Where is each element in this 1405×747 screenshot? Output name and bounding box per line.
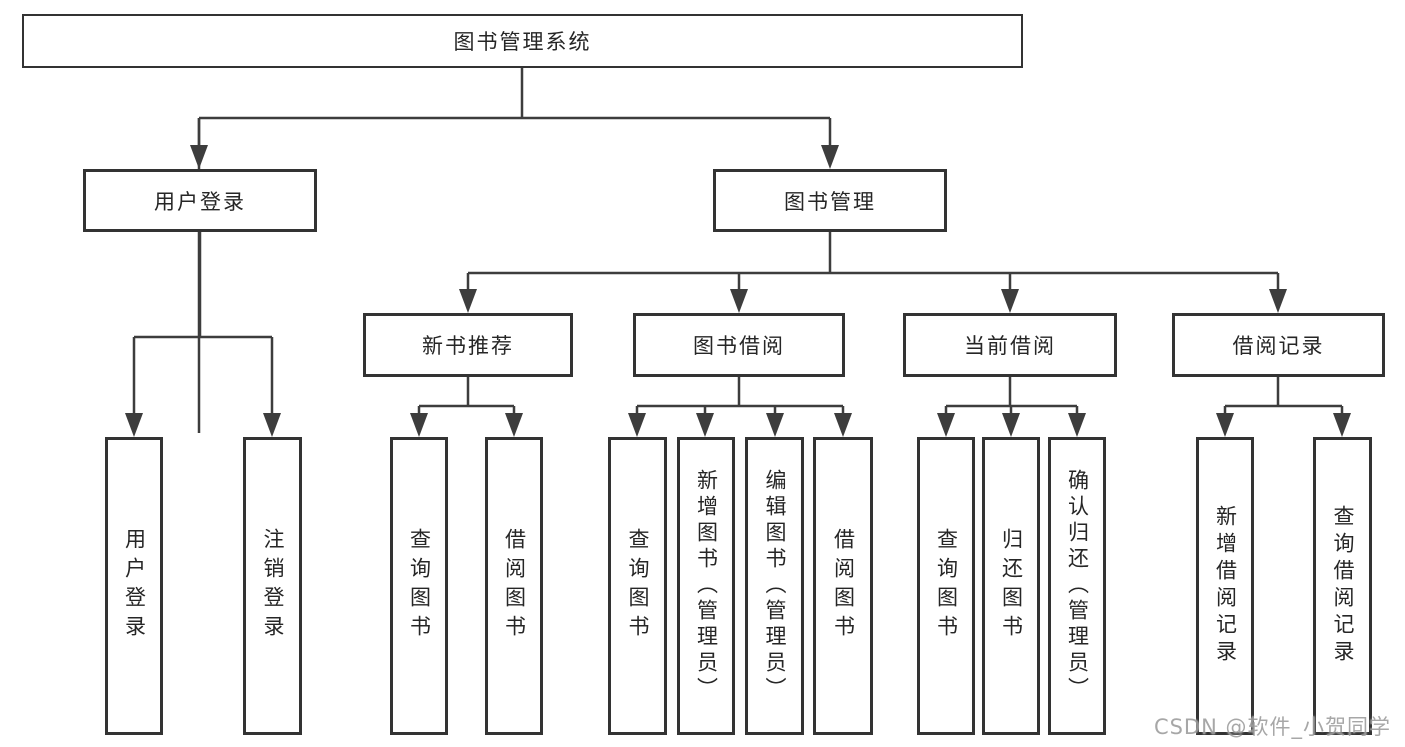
edge-bookborrow-to-leaves bbox=[635, 377, 845, 433]
leaf-query-book-3: 查询图书 bbox=[917, 437, 975, 735]
leaf-user-login-label: 用户登录 bbox=[122, 528, 147, 644]
edge-root-to-level2 bbox=[197, 68, 832, 433]
leaf-edit-book-admin: 编辑图书（管理员） bbox=[745, 437, 804, 735]
leaf-query-book-2-label: 查询图书 bbox=[626, 528, 650, 644]
node-current-borrow-label: 当前借阅 bbox=[964, 334, 1056, 358]
leaf-logout-label: 注销登录 bbox=[261, 528, 285, 644]
leaf-borrow-book-1-label: 借阅图书 bbox=[502, 528, 527, 644]
leaf-add-book-admin-label: 新增图书（管理员） bbox=[694, 469, 719, 703]
leaf-return-book-label: 归还图书 bbox=[999, 528, 1024, 644]
leaf-edit-book-admin-label: 编辑图书（管理员） bbox=[763, 469, 787, 703]
leaf-logout: 注销登录 bbox=[243, 437, 302, 735]
node-root-label: 图书管理系统 bbox=[453, 30, 592, 54]
node-book-management: 图书管理 bbox=[713, 169, 947, 232]
leaf-borrow-book-2-label: 借阅图书 bbox=[831, 528, 856, 644]
leaf-return-book: 归还图书 bbox=[982, 437, 1040, 735]
edge-userlogin-to-leaves bbox=[132, 232, 274, 433]
leaf-user-login: 用户登录 bbox=[105, 437, 163, 735]
node-new-book-recommend-label: 新书推荐 bbox=[422, 334, 514, 358]
node-book-management-label: 图书管理 bbox=[784, 189, 876, 214]
leaf-add-borrow-record: 新增借阅记录 bbox=[1196, 437, 1254, 735]
csdn-watermark: CSDN @软件_小贺同学 bbox=[1153, 715, 1391, 739]
edge-newbookrec-to-leaves bbox=[417, 377, 516, 433]
leaf-confirm-return-admin: 确认归还（管理员） bbox=[1048, 437, 1106, 735]
node-user-login-label: 用户登录 bbox=[154, 189, 246, 214]
node-user-login: 用户登录 bbox=[83, 169, 317, 232]
leaf-query-book-1-label: 查询图书 bbox=[407, 528, 432, 644]
leaf-query-book-1: 查询图书 bbox=[390, 437, 448, 735]
edge-borrowrecords-to-leaves bbox=[1223, 377, 1344, 433]
node-book-borrow: 图书借阅 bbox=[633, 313, 845, 377]
node-new-book-recommend: 新书推荐 bbox=[363, 313, 573, 377]
node-current-borrow: 当前借阅 bbox=[903, 313, 1117, 377]
leaf-query-borrow-record-label: 查询借阅记录 bbox=[1331, 505, 1355, 667]
leaf-borrow-book-2: 借阅图书 bbox=[813, 437, 873, 735]
leaf-query-book-2: 查询图书 bbox=[608, 437, 667, 735]
node-borrow-records-label: 借阅记录 bbox=[1232, 334, 1325, 358]
arrowheads bbox=[125, 145, 1351, 437]
node-borrow-records: 借阅记录 bbox=[1172, 313, 1385, 377]
leaf-query-borrow-record: 查询借阅记录 bbox=[1313, 437, 1372, 735]
node-root: 图书管理系统 bbox=[22, 14, 1023, 68]
leaf-borrow-book-1: 借阅图书 bbox=[485, 437, 543, 735]
edge-bookmgmt-to-level3 bbox=[466, 232, 1280, 309]
leaf-add-book-admin: 新增图书（管理员） bbox=[677, 437, 735, 735]
leaf-confirm-return-admin-label: 确认归还（管理员） bbox=[1065, 469, 1090, 703]
node-book-borrow-label: 图书借阅 bbox=[693, 334, 785, 358]
leaf-query-book-3-label: 查询图书 bbox=[934, 528, 959, 644]
leaf-add-borrow-record-label: 新增借阅记录 bbox=[1213, 505, 1238, 667]
